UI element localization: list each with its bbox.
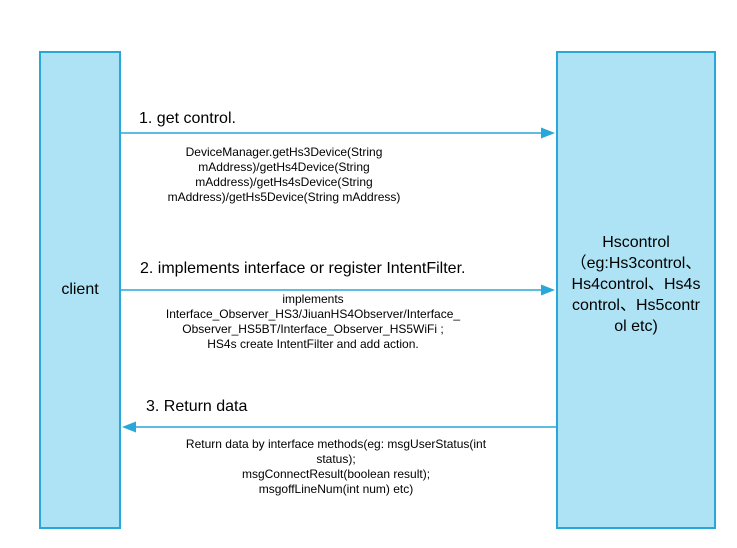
hscontrol-label: Hscontrol （eg:Hs3control、 Hs4control、Hs4… bbox=[570, 233, 702, 335]
step-2-label: 2. implements interface or register Inte… bbox=[140, 260, 466, 277]
step-2-detail: implements Interface_Observer_HS3/JiuanH… bbox=[165, 292, 461, 351]
hscontrol-box: Hscontrol （eg:Hs3control、 Hs4control、Hs4… bbox=[556, 51, 716, 529]
step-3-detail: Return data by interface methods(eg: msg… bbox=[185, 437, 487, 496]
step-1-detail: DeviceManager.getHs3Device(String mAddre… bbox=[167, 145, 401, 204]
arrow-step-1 bbox=[121, 127, 555, 139]
arrow-step-2 bbox=[121, 284, 555, 296]
client-box: client bbox=[39, 51, 121, 529]
step-3-label: 3. Return data bbox=[146, 398, 248, 415]
arrow-step-3 bbox=[122, 421, 556, 433]
client-label: client bbox=[61, 280, 99, 298]
step-1-label: 1. get control. bbox=[139, 110, 236, 127]
